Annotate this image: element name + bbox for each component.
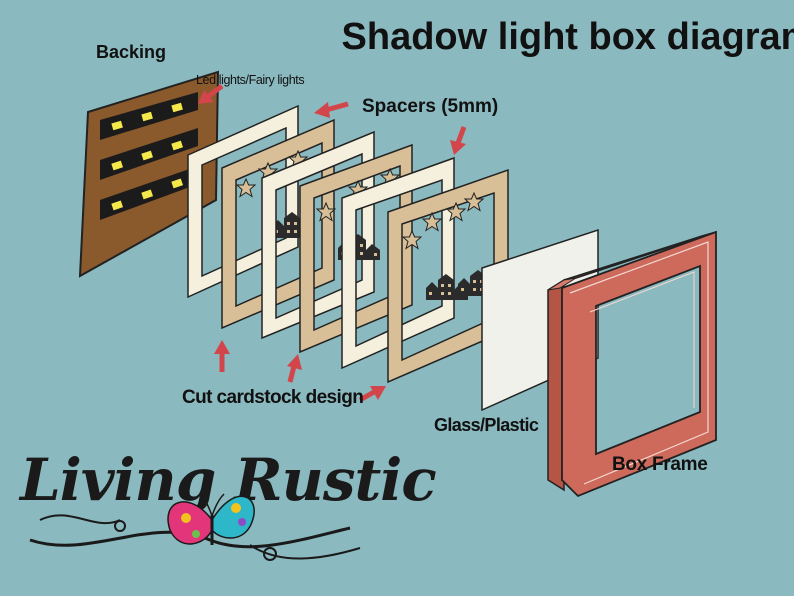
spacer-layer bbox=[261, 130, 375, 340]
led-strip bbox=[100, 92, 198, 140]
butterfly-icon bbox=[167, 493, 255, 545]
diagram-title: Shadow light box diagram bbox=[342, 16, 794, 58]
box-frame bbox=[547, 230, 717, 498]
backing-board bbox=[78, 70, 220, 278]
label-glass-plastic: Glass/Plastic bbox=[434, 415, 539, 435]
cardstock-layer bbox=[221, 118, 335, 330]
living-rustic-logo: Living Rustic bbox=[18, 446, 437, 561]
led-strip bbox=[100, 166, 198, 220]
label-spacers: Spacers (5mm) bbox=[362, 96, 498, 117]
arrow-cardstock bbox=[287, 354, 302, 383]
label-led-lights: Led lights/Fairy lights bbox=[196, 73, 304, 87]
label-cut-cardstock: Cut cardstock design bbox=[182, 387, 363, 408]
arrow-led bbox=[198, 84, 224, 104]
label-backing: Backing bbox=[96, 42, 166, 62]
arrow-spacer bbox=[314, 101, 349, 118]
spacer-layer bbox=[341, 156, 455, 370]
arrow-cardstock bbox=[214, 340, 230, 372]
arrow-cardstock bbox=[358, 386, 386, 403]
label-box-frame: Box Frame bbox=[612, 454, 708, 475]
arrow-spacer bbox=[450, 126, 467, 155]
led-strip bbox=[100, 128, 198, 180]
